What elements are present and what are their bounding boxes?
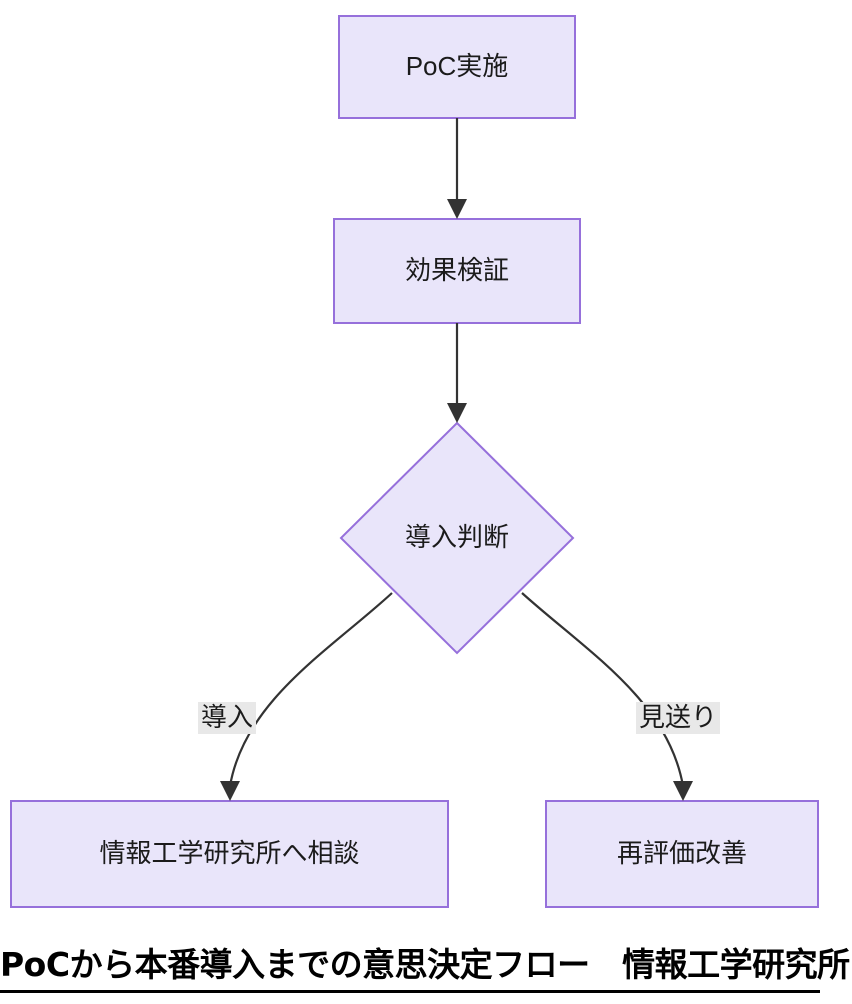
caption-bar: PoCから本番導入までの意思決定フロー 情報工学研究所	[0, 946, 852, 1004]
edge-decide-to-consult-arrowhead	[220, 781, 240, 801]
node-reeval-shape[interactable]	[545, 800, 819, 908]
edge-decide-to-reeval-arrowhead	[673, 781, 693, 801]
edge-label-postpone: 見送り	[636, 702, 721, 734]
node-poc-shape[interactable]	[338, 15, 576, 119]
edge-decide-to-reeval	[521, 592, 685, 787]
edge-decide-to-consult	[228, 592, 393, 787]
caption-title: PoCから本番導入までの意思決定フロー 情報工学研究所	[0, 945, 850, 984]
node-decide-shape[interactable]	[339, 421, 575, 655]
node-consult-shape[interactable]	[10, 800, 449, 908]
node-verify-shape[interactable]	[333, 218, 581, 324]
edge-poc-to-verify-arrowhead	[447, 199, 467, 219]
caption-underline	[0, 990, 820, 993]
edge-label-adopt: 導入	[198, 702, 257, 734]
flowchart-canvas	[10, 15, 819, 908]
edge-verify-to-decide-arrowhead	[447, 403, 467, 423]
